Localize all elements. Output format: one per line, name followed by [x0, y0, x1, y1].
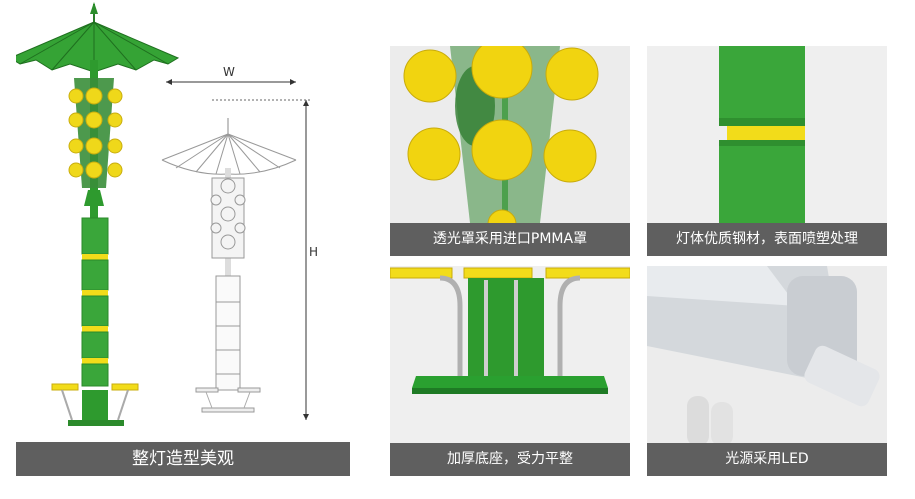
line-drawing-image: W H	[161, 65, 318, 420]
green-lamp-image	[16, 2, 180, 426]
main-product-panel: W H	[16, 0, 350, 476]
thumbnail-steel-body: 灯体优质钢材，表面喷塑处理	[647, 46, 887, 256]
thumbnail-caption: 加厚底座，受力平整	[390, 443, 630, 476]
base-closeup-image	[390, 266, 630, 443]
lamp-illustration: W H	[16, 2, 318, 426]
led-tube-closeup-image	[647, 266, 887, 443]
steel-body-closeup-image	[647, 46, 887, 223]
thumbnail-led-source: 光源采用LED	[647, 266, 887, 476]
main-caption: 整灯造型美观	[16, 442, 350, 476]
width-dimension-label: W	[223, 65, 235, 79]
thumbnail-caption: 光源采用LED	[647, 443, 887, 476]
thumbnail-caption: 灯体优质钢材，表面喷塑处理	[647, 223, 887, 256]
height-dimension-label: H	[309, 245, 318, 259]
thumbnail-base: 加厚底座，受力平整	[390, 266, 630, 476]
thumbnail-diffuser: 透光罩采用进口PMMA罩	[390, 46, 630, 256]
diffuser-closeup-image	[390, 46, 630, 223]
thumbnail-caption: 透光罩采用进口PMMA罩	[390, 223, 630, 256]
